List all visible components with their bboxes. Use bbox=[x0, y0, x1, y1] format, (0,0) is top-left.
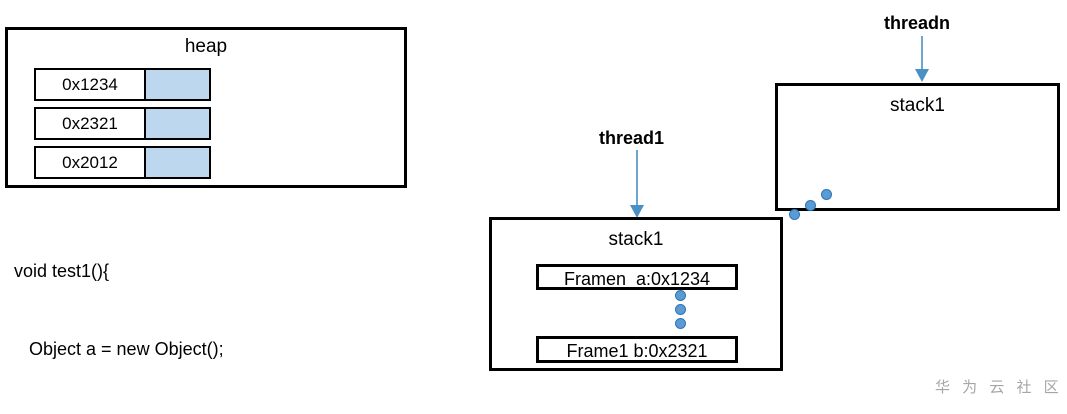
stack-box-threadn: stack1 bbox=[775, 83, 1060, 211]
dot-icon bbox=[675, 304, 686, 315]
dot-icon bbox=[805, 200, 816, 211]
down-arrow-icon-thread1 bbox=[630, 150, 644, 218]
heap-box: heap 0x1234 0x2321 0x2012 bbox=[5, 27, 407, 188]
stack-frame-top: Framen a:0x1234 bbox=[536, 264, 738, 290]
code-snippet: void test1(){ Object a = new Object(); t… bbox=[14, 206, 224, 414]
heap-row: 0x2012 bbox=[34, 146, 211, 179]
code-line: void test1(){ bbox=[14, 261, 110, 281]
heap-title: heap bbox=[184, 36, 228, 57]
heap-row: 0x1234 bbox=[34, 68, 211, 101]
heap-address-cell: 0x2012 bbox=[34, 146, 146, 179]
watermark: 华 为 云 社 区 bbox=[935, 379, 1063, 396]
code-line: Object a = new Object(); bbox=[14, 339, 224, 359]
stack-title: stack1 bbox=[608, 229, 664, 250]
down-arrow-icon-threadn bbox=[915, 36, 929, 82]
heap-object-cell bbox=[146, 146, 211, 179]
heap-object-cell bbox=[146, 68, 211, 101]
stack-title: stack1 bbox=[890, 95, 945, 116]
dot-icon bbox=[675, 290, 686, 301]
stack-box-thread1: stack1 Framen a:0x1234 Frame1 b:0x2321 bbox=[489, 217, 783, 371]
heap-address-cell: 0x2321 bbox=[34, 107, 146, 140]
heap-address-cell: 0x1234 bbox=[34, 68, 146, 101]
thread-label-thread1: thread1 bbox=[599, 128, 665, 148]
heap-object-cell bbox=[146, 107, 211, 140]
heap-row: 0x2321 bbox=[34, 107, 211, 140]
dot-icon bbox=[821, 189, 832, 200]
stack-frame-bottom: Frame1 b:0x2321 bbox=[536, 336, 738, 363]
dot-icon bbox=[789, 209, 800, 220]
dot-icon bbox=[675, 318, 686, 329]
thread-label-threadn: threadn bbox=[884, 13, 951, 33]
